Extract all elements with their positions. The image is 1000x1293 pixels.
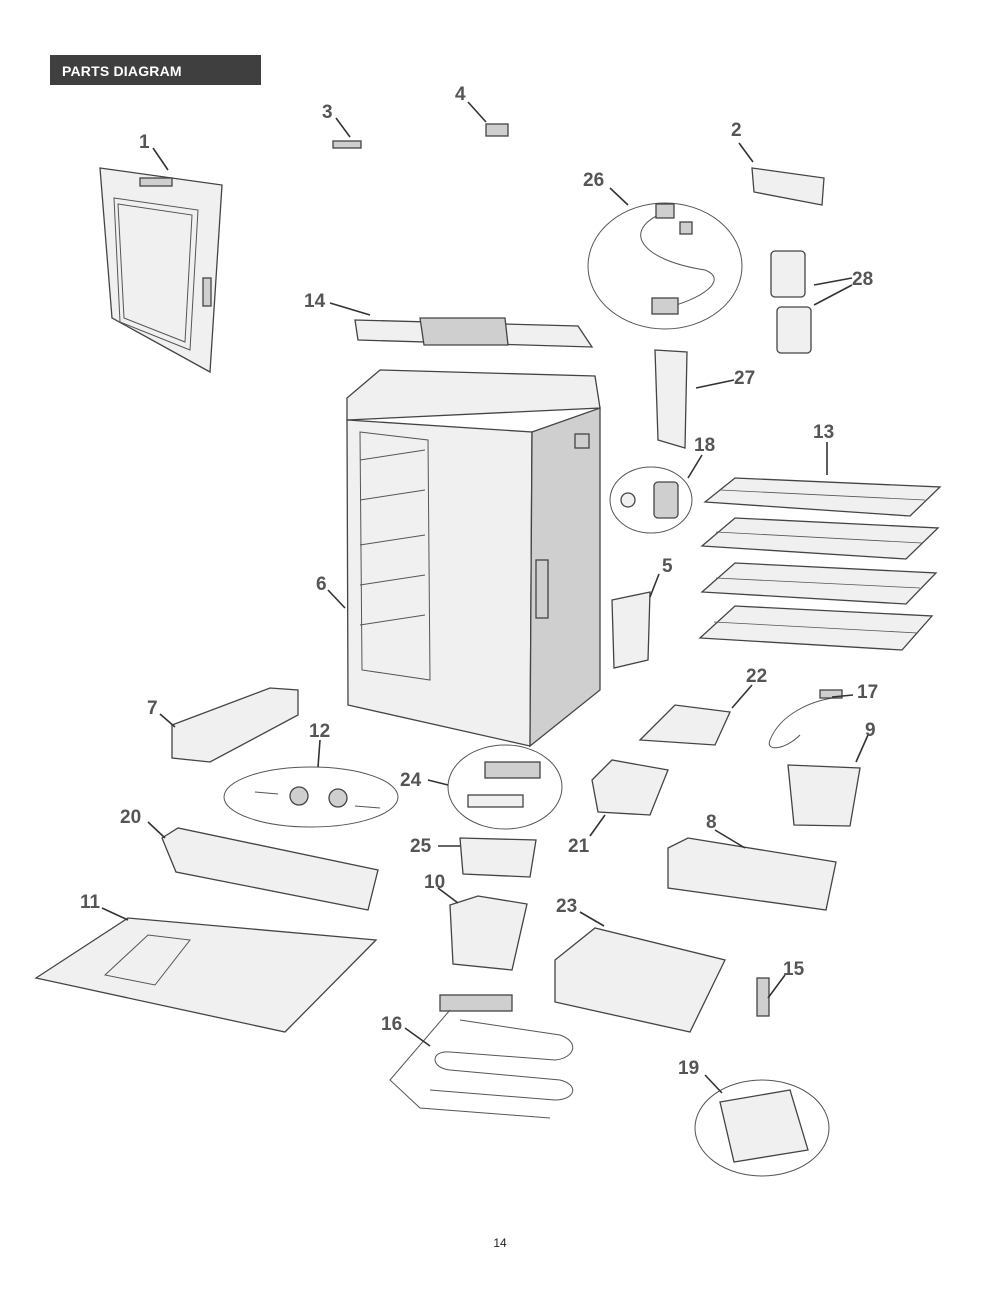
part-12-hardware [223,766,399,828]
part-label-17: 17 [857,682,878,703]
part-14-control-panel [354,317,594,348]
part-27-rail [654,349,688,449]
part-label-27: 27 [734,368,755,389]
part-13-racks [698,477,942,651]
part-18-thermostat [609,466,693,534]
part-label-19: 19 [678,1058,699,1079]
part-label-18: 18 [694,435,715,456]
part-20-drip-tray [161,827,379,911]
part-label-1: 1 [139,132,150,153]
part-22-tray [638,704,731,746]
part-4-clip [485,123,509,137]
part-8-drawer [667,837,837,911]
part-16-heating-element [389,994,573,1119]
part-26-power-cord [587,202,743,330]
part-9-water-pan [787,764,861,827]
part-21-box [591,759,669,816]
part-24-controller [447,744,563,830]
section-title: PARTS DIAGRAM [50,55,261,85]
part-label-20: 20 [120,807,141,828]
part-label-9: 9 [865,720,876,741]
part-5-side-bracket [611,591,651,669]
part-1-door [99,167,223,374]
part-label-5: 5 [662,556,673,577]
part-label-28: 28 [852,269,873,290]
part-label-13: 13 [813,422,834,443]
part-label-11: 11 [80,892,101,913]
part-label-4: 4 [455,84,466,105]
part-3-bracket [332,140,362,149]
part-labels: 1 2 3 4 5 6 7 8 9 10 11 12 13 14 15 16 1… [80,84,878,1079]
part-label-24: 24 [400,770,422,791]
part-label-25: 25 [410,836,432,857]
part-label-8: 8 [706,812,717,833]
part-label-6: 6 [316,574,327,595]
part-label-16: 16 [381,1014,402,1035]
part-label-21: 21 [568,836,590,857]
part-17-probe [768,689,843,749]
part-label-12: 12 [309,721,330,742]
part-label-15: 15 [783,959,805,980]
part-23-bracket [554,927,726,1033]
part-7-chip-tray [171,687,299,763]
part-label-2: 2 [731,120,742,141]
part-label-3: 3 [322,102,333,123]
part-label-10: 10 [424,872,445,893]
part-label-23: 23 [556,896,577,917]
part-10-box [449,895,528,971]
part-11-base [34,917,378,1033]
part-label-22: 22 [746,666,767,687]
page-number: 14 [493,1236,507,1250]
leader-lines [101,101,869,1094]
part-28-hinges [770,250,812,354]
part-6-body [346,369,601,748]
part-label-14: 14 [304,291,326,312]
part-2-plate [751,167,825,206]
part-19-panel [694,1079,830,1177]
part-25-housing [459,837,537,878]
part-label-26: 26 [583,170,604,191]
part-15-clip [756,977,770,1017]
part-label-7: 7 [147,698,158,719]
